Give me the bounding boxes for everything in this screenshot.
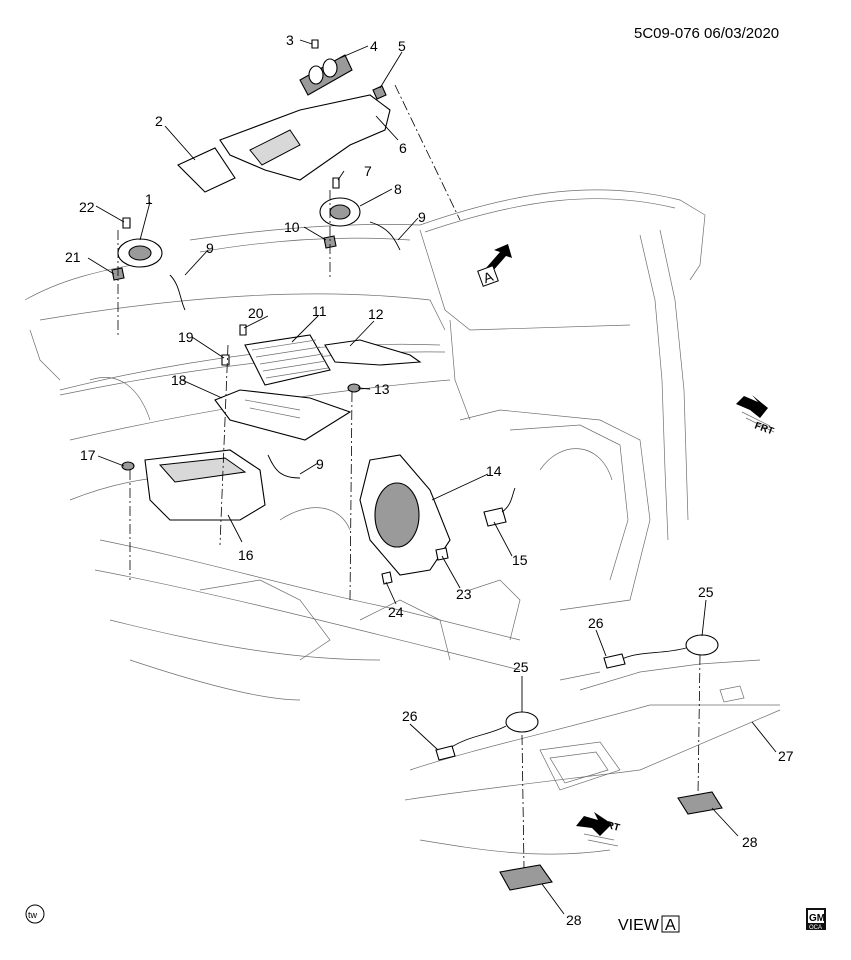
tw-symbol: tw	[25, 904, 45, 924]
callout-24: 22	[79, 199, 95, 215]
part-21-screw	[221, 354, 230, 366]
view-caption-text: VIEW	[618, 917, 660, 934]
front-arrow-icon-view	[576, 812, 612, 836]
view-arrow-icon	[486, 244, 512, 272]
gm-logo: GM OCA	[806, 908, 826, 931]
callout-13: 13	[374, 381, 390, 397]
callout-12: 12	[368, 306, 384, 322]
callout-10: 10	[284, 219, 300, 235]
part-24-screw	[122, 217, 131, 229]
part-18-module	[144, 449, 266, 521]
part-6-pillar-trim	[219, 94, 391, 181]
callout-2: 2	[155, 113, 163, 129]
callout-3: 3	[286, 32, 294, 48]
callout-21: 19	[178, 329, 194, 345]
front-arrow-icon	[736, 395, 768, 418]
part-5-clip	[372, 85, 387, 100]
callout-26-upper: 26	[588, 615, 604, 631]
callout-16: 23	[456, 586, 472, 602]
frt-arrow-view: FRT	[576, 812, 621, 847]
callout-17: 24	[388, 604, 404, 620]
center-lines	[117, 84, 701, 869]
frt-arrow-main: FRT	[736, 395, 775, 437]
frt-label-view: FRT	[599, 818, 621, 834]
part-25-roof-speaker-lower	[449, 711, 539, 749]
callout-14: 14	[486, 463, 502, 479]
callout-8: 8	[394, 181, 402, 197]
part-2-grille	[177, 147, 236, 193]
callout-25-lower: 25	[513, 659, 529, 675]
part-15-connector	[483, 487, 516, 527]
logo-oca-text: OCA	[809, 925, 822, 931]
callout-labels: 3 4 5 6 2 7 8 9 10 1 22 21 9 11 12 13 20…	[65, 32, 794, 928]
callout-18: 16	[238, 547, 254, 563]
part-8-speaker	[319, 197, 361, 227]
callout-27: 27	[778, 748, 794, 764]
callout-4: 4	[370, 38, 378, 54]
callout-19: 17	[80, 447, 96, 463]
frt-label-main: FRT	[753, 420, 775, 437]
part-26-connector-upper	[603, 653, 626, 669]
diagram-code: 5C09-076 06/03/2020	[634, 25, 779, 42]
part-20-bracket	[214, 389, 352, 441]
part-26-connector-lower	[435, 745, 456, 761]
part-25-roof-speaker-upper	[619, 634, 719, 661]
view-caption-letter: A	[665, 917, 676, 934]
callout-15: 15	[512, 552, 528, 568]
part-14-door-speaker	[359, 454, 451, 576]
view-a-caption: VIEW A	[618, 915, 680, 934]
callout-22: 20	[248, 305, 264, 321]
callout-6: 6	[399, 140, 407, 156]
callout-5: 5	[398, 38, 406, 54]
part-1-speaker	[117, 238, 163, 268]
part-10-nut	[323, 235, 337, 249]
part-11-amplifier	[244, 334, 331, 386]
leader-lines	[87, 39, 777, 915]
callout-25-upper: 25	[698, 584, 714, 600]
callout-9-left: 9	[206, 240, 214, 256]
part-12-bracket	[324, 339, 422, 366]
logo-gm-text: GM	[809, 913, 825, 924]
callout-23: 21	[65, 249, 81, 265]
part-3-screw	[311, 39, 319, 49]
tw-symbol-text: tw	[28, 910, 38, 920]
part-7-screw	[332, 177, 340, 189]
view-a-marker: A	[477, 244, 512, 287]
callout-20: 18	[171, 372, 187, 388]
part-4-speaker-cluster	[299, 54, 353, 96]
callout-28-upper: 28	[742, 834, 758, 850]
part-16-fastener	[435, 547, 449, 561]
part-22-screw	[239, 324, 247, 336]
callout-9-mid: 9	[316, 456, 324, 472]
callout-7: 7	[364, 163, 372, 179]
callout-11: 11	[312, 303, 327, 319]
callout-9-top: 9	[418, 209, 426, 225]
part-17-fastener	[381, 571, 393, 585]
callout-1: 1	[145, 191, 153, 207]
callout-28-lower: 28	[566, 912, 582, 928]
part-28-grille-lower	[499, 864, 553, 891]
part-19-nut	[121, 461, 135, 471]
part-28-grille-upper	[677, 791, 723, 815]
callout-26-lower: 26	[402, 708, 418, 724]
part-9-harness	[169, 221, 401, 479]
